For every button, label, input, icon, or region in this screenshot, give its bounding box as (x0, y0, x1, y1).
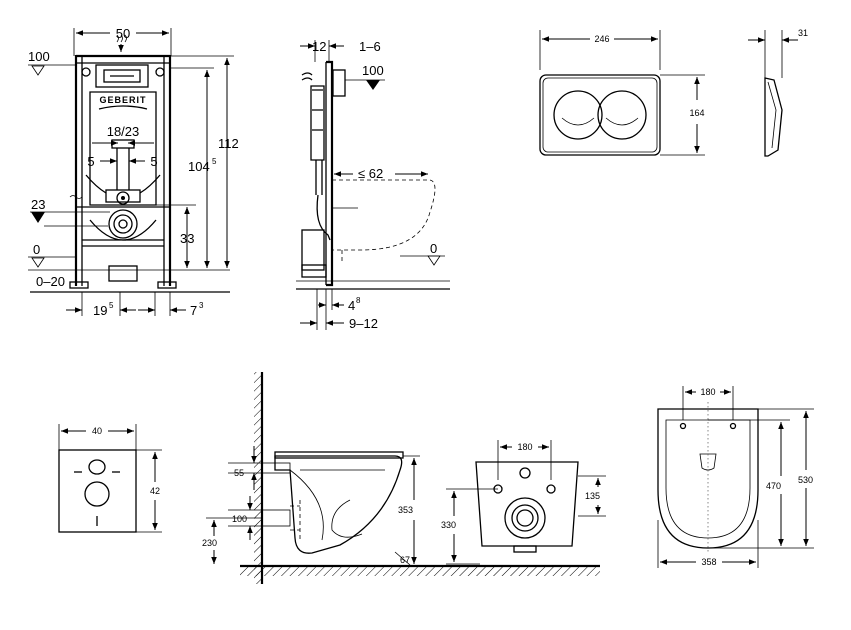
side-bottom-48-superscript: 8 (356, 296, 361, 305)
wc-side-view: 55 100 230 353 67 (202, 372, 600, 584)
wallplate-height-label: 42 (150, 486, 160, 496)
height-112-label: 112 (218, 136, 239, 151)
wc-side-67-label: 67 (400, 555, 410, 565)
wc-back-330-label: 330 (441, 520, 456, 530)
side-level-0-label: 0 (430, 241, 437, 256)
level-0-label: 0 (33, 242, 40, 257)
flush-plate-side-view: 31 (748, 28, 808, 157)
wall-plate-view: 40 42 (58, 424, 162, 533)
brand-label: GEBERIT (99, 95, 146, 105)
bottom-73-label: 7 (190, 303, 197, 318)
height-104-label: 104 (188, 159, 210, 174)
level-floor-label: 0–20 (36, 274, 65, 289)
side-bottom-48-label: 4 (348, 298, 355, 313)
plate-height-label: 164 (689, 108, 704, 118)
offset-right-label: 5 (150, 154, 157, 169)
wc-top-view: 180 470 530 358 (657, 386, 814, 568)
wc-side-353-label: 353 (398, 505, 413, 515)
wc-side-55-label: 55 (234, 468, 244, 478)
bottom-73-superscript: 3 (199, 301, 204, 310)
side-level-100-label: 100 (362, 63, 384, 78)
level-100-label: 100 (28, 49, 50, 64)
frame-side-view: 12 1–6 100 ≤ 62 0 4 8 (296, 39, 450, 331)
bottom-195-label: 19 (93, 303, 107, 318)
offset-left-label: 5 (87, 154, 94, 169)
wc-top-470-label: 470 (766, 481, 781, 491)
bottom-195-superscript: 5 (109, 301, 114, 310)
wc-top-180-label: 180 (700, 387, 715, 397)
plate-depth-label: 31 (798, 28, 808, 38)
height-104-superscript: 5 (212, 157, 217, 166)
side-top-16-label: 1–6 (359, 39, 381, 54)
frame-front-view: 50 GEBERIT (28, 26, 239, 318)
wc-back-view: 180 135 330 (441, 440, 606, 565)
wallplate-width-label: 40 (92, 426, 102, 436)
height-33-label: 33 (180, 231, 194, 246)
wc-side-230-label: 230 (202, 538, 217, 548)
flush-plate-front-view: 246 164 (539, 30, 705, 156)
side-depth-label: ≤ 62 (358, 166, 383, 181)
wc-top-530-label: 530 (798, 475, 813, 485)
wc-back-180-label: 180 (517, 442, 532, 452)
side-bottom-912-label: 9–12 (349, 316, 378, 331)
bolt-spacing-label: 18/23 (107, 124, 140, 139)
side-top-12-label: 12 (312, 39, 326, 54)
plate-width-label: 246 (594, 34, 609, 44)
frame-width-label: 50 (116, 26, 130, 41)
wc-top-358-label: 358 (701, 557, 716, 567)
level-23-label: 23 (31, 197, 45, 212)
wc-back-135-label: 135 (585, 491, 600, 501)
wc-side-100-label: 100 (232, 514, 247, 524)
